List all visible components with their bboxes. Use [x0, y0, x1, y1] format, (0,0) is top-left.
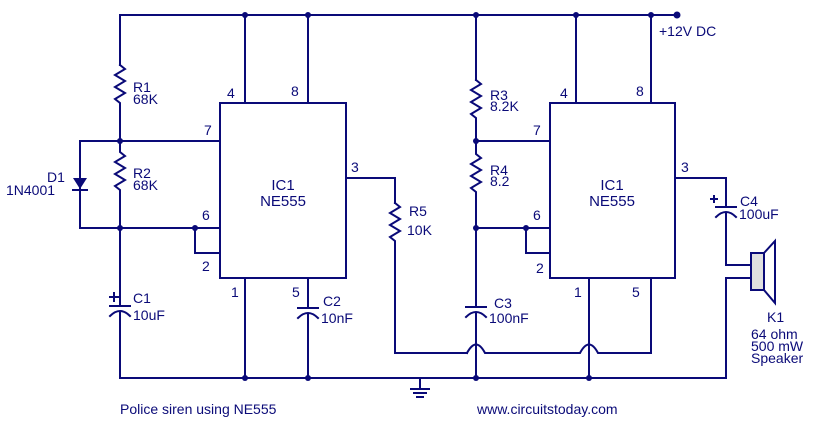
r4-value: 8.2 [490, 173, 510, 189]
ic1-left-pin8: 8 [291, 83, 299, 99]
c2-capacitor [296, 307, 320, 320]
c4-capacitor [710, 195, 738, 219]
ic1-right-pin7: 7 [533, 122, 541, 138]
junction [586, 375, 592, 381]
ic1-left-pin5: 5 [292, 284, 300, 300]
ic1-left-pin2: 2 [202, 258, 210, 274]
wire-crossover [465, 277, 652, 355]
wire-speaker-ground [725, 277, 752, 379]
ic1-right-pin6: 6 [533, 207, 541, 223]
wire-ic1-pin3 [345, 177, 396, 204]
ic1-right-part: NE555 [589, 193, 635, 210]
ic1-right-pin3: 3 [681, 159, 689, 175]
r1-resistor [113, 63, 127, 142]
website-credit: www.circuitstoday.com [476, 401, 618, 417]
r1-ref: R1 [133, 79, 151, 95]
c4-value: 100uF [739, 206, 779, 222]
junction [305, 375, 311, 381]
ic1-right-pin4: 4 [560, 85, 568, 101]
wire-pin6-pin2-left [194, 227, 221, 254]
r2-ref: R2 [133, 165, 151, 181]
supply-label: +12V DC [659, 23, 716, 39]
r2-resistor [113, 140, 127, 229]
r2-value: 68K [133, 177, 159, 193]
c1-ref: C1 [133, 290, 151, 306]
r3-resistor [469, 78, 483, 142]
junction [573, 12, 579, 18]
r3-ref: R3 [490, 87, 508, 103]
speaker-icon [750, 238, 776, 306]
c3-ref: C3 [494, 295, 512, 311]
wire-pin6-pin2-right [525, 227, 551, 254]
wire-ic2-pin3 [674, 177, 727, 208]
k1-ref: K1 [767, 309, 784, 325]
ic1-left-body [219, 102, 347, 279]
ic1-left-ref: IC1 [271, 177, 294, 194]
k1-power: 500 mW [751, 338, 804, 354]
ic1-left-part: NE555 [260, 193, 306, 210]
junction [648, 12, 654, 18]
ic1-right-pin2: 2 [536, 260, 544, 276]
r4-ref: R4 [490, 162, 508, 178]
supply-terminal [673, 11, 681, 19]
r5-ref: R5 [409, 203, 427, 219]
r4-resistor [469, 140, 483, 379]
wire-d1 [79, 140, 221, 229]
c1-value: 10uF [133, 307, 165, 323]
ic1-left-pin3: 3 [351, 159, 359, 175]
ic1-left-pin4: 4 [227, 85, 235, 101]
ic1-right-pin8: 8 [636, 83, 644, 99]
d1-diode-icon [72, 178, 88, 191]
ground-icon [410, 377, 430, 398]
ic1-right-pin1: 1 [574, 284, 582, 300]
k1-impedance: 64 ohm [751, 326, 798, 342]
c2-value: 10nF [321, 310, 353, 326]
diagram-title: Police siren using NE555 [120, 401, 277, 417]
ic1-left-pin1: 1 [231, 284, 239, 300]
junction [305, 12, 311, 18]
r5-value: 10K [407, 222, 433, 238]
r1-value: 68K [133, 91, 159, 107]
c1-capacitor [108, 292, 132, 318]
junction [242, 375, 248, 381]
c4-ref: C4 [740, 193, 758, 209]
ic1-right-ref: IC1 [600, 177, 623, 194]
ic1-left-pin7: 7 [204, 122, 212, 138]
d1-ref: D1 [47, 169, 65, 185]
junction [242, 12, 248, 18]
ic1-right-body [549, 102, 676, 279]
wire-c4-speaker [725, 213, 752, 266]
d1-value: 1N4001 [6, 182, 55, 198]
r3-value: 8.2K [490, 98, 519, 114]
r5-resistor [388, 201, 468, 354]
ic1-left-pin6: 6 [202, 207, 210, 223]
c2-ref: C2 [323, 293, 341, 309]
c3-value: 100nF [489, 310, 529, 326]
junction [473, 12, 479, 18]
k1-type: Speaker [751, 350, 803, 366]
c3-capacitor [464, 306, 488, 319]
junction [473, 375, 479, 381]
ic1-right-pin5: 5 [632, 284, 640, 300]
